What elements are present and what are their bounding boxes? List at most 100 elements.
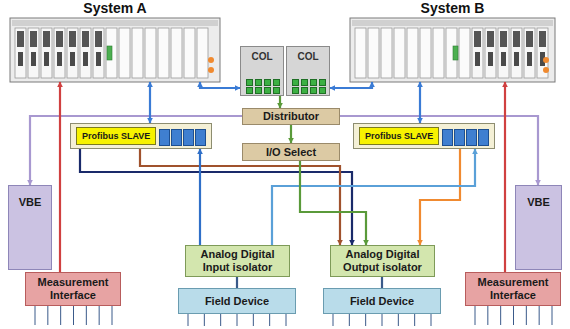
io-module [466,129,477,146]
rack-module [394,28,405,78]
connector [290,125,292,143]
module-display [487,31,494,47]
node-label: Measurement Interface [30,276,116,301]
field-wire [99,306,100,325]
led-dot [255,87,262,94]
field-wire [112,306,113,325]
connector [199,149,201,245]
module-display [500,31,507,47]
connector [30,116,242,185]
node-label: I/O Select [266,146,316,159]
module-connector [44,52,49,66]
connector [140,149,340,245]
module-display [30,31,37,47]
field-wire [526,306,527,325]
node-label: System A [83,0,146,16]
field-wire [513,306,514,325]
led-dot [301,79,308,86]
rack-module [524,28,535,78]
field-wire [431,314,432,326]
connector [149,82,151,123]
rack-module [106,28,117,78]
module-connector [527,52,532,66]
led-dot [264,79,271,86]
module-display [539,31,546,47]
module-connector [57,52,62,66]
field-wire [86,306,87,325]
node-label: Field Device [205,295,269,308]
indicator-lamp [208,67,214,73]
rack-module [93,28,104,78]
indicator-lamp [208,57,214,63]
field-wire [365,314,366,326]
connector [279,96,281,108]
field-wire [237,314,238,326]
module-display [526,31,533,47]
connector [59,82,61,272]
led-dot [292,79,299,86]
io-module [454,129,465,146]
rack-module [485,28,496,78]
led-dot [319,79,326,86]
rack-module [472,28,483,78]
io-module [442,129,453,146]
module-connector [70,52,75,66]
module-display [69,31,76,47]
field-wire [487,306,488,325]
rack-module [54,28,65,78]
field-wire [349,314,350,326]
module-connector [96,52,101,66]
rack-top [352,20,553,26]
rack-top [12,20,218,26]
indicator-lamp [543,57,549,63]
field-device-box: Field Device [323,288,441,314]
rack-module [28,28,39,78]
field-wire [73,306,74,325]
rack-module [132,28,143,78]
col-module: COL [286,46,330,96]
led-dot [246,87,253,94]
field-wire [475,306,476,325]
node-label: VBE [19,196,42,209]
node-label: Distributor [263,110,319,123]
io-module [478,129,489,146]
led-dot [273,87,280,94]
rack-frame [350,18,555,82]
connector [340,116,538,185]
module-display [17,31,24,47]
field-wire [414,314,415,326]
field-device-box: Field Device [178,288,296,314]
vbe-box: VBE [8,185,52,270]
module-connector [18,52,23,66]
io-select-box: I/O Select [242,143,340,161]
node-label: Analog Digital Input isolator [190,248,285,273]
module-display [474,31,481,47]
field-wire [35,306,36,325]
rack-module [498,28,509,78]
field-wire [539,306,540,325]
rack-module [459,28,470,78]
connector [272,149,475,245]
field-wire [398,314,399,326]
io-module [195,129,206,146]
connector [381,277,383,288]
rack-module [407,28,418,78]
module-connector [501,52,506,66]
rack-module [80,28,91,78]
field-wire [382,314,383,326]
field-wire [47,306,48,325]
status-panel [107,46,112,60]
measurement-box: Measurement Interface [465,272,561,306]
connector [330,82,372,88]
connector [236,277,238,288]
rack-module [355,28,366,78]
field-wire [500,306,501,325]
field-wire [286,314,287,326]
rack-module [433,28,444,78]
rack-module [158,28,169,78]
connector [419,82,421,123]
node-label: Analog Digital Output isolator [335,248,430,273]
led-dot [319,87,326,94]
led-dot [301,87,308,94]
